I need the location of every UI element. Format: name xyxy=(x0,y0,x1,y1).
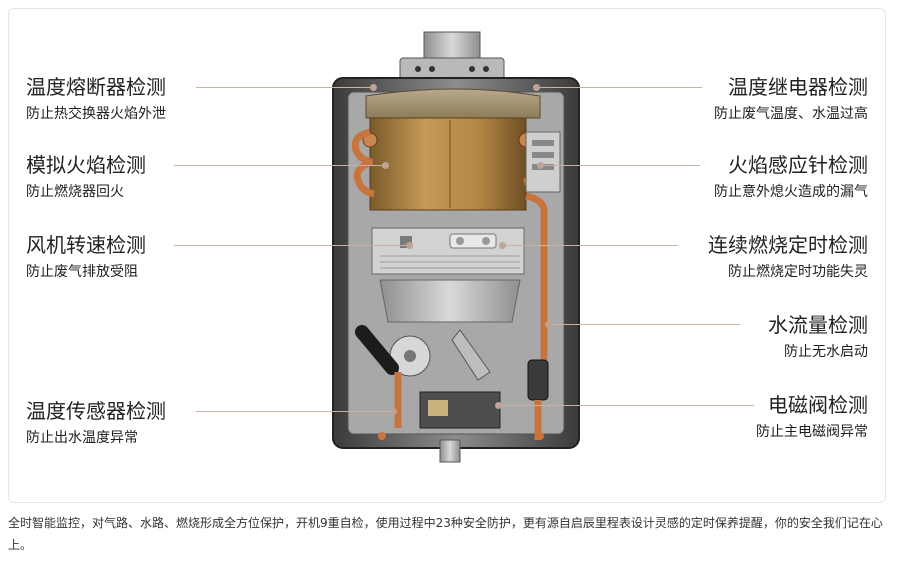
label-subtitle: 防止废气温度、水温过高 xyxy=(714,106,868,122)
gas-manifold xyxy=(379,279,521,323)
label-burn-timer: 连续燃烧定时检测 防止燃烧定时功能失灵 xyxy=(708,232,868,282)
label-subtitle: 防止燃烧器回火 xyxy=(26,184,124,200)
label-solenoid-valve: 电磁阀检测 防止主电磁阀异常 xyxy=(756,392,868,442)
copper-coil-left xyxy=(351,128,375,198)
exhaust-hood xyxy=(365,88,541,119)
heat-exchanger xyxy=(369,117,527,211)
label-subtitle: 防止无水启动 xyxy=(784,344,868,360)
label-flame-rod: 火焰感应针检测 防止意外熄火造成的漏气 xyxy=(714,152,868,202)
label-temp-sensor: 温度传感器检测 防止出水温度异常 xyxy=(26,398,166,448)
label-title: 电磁阀检测 xyxy=(768,393,868,417)
label-title: 风机转速检测 xyxy=(26,233,146,257)
water-flow-sensor xyxy=(527,359,549,401)
label-water-flow: 水流量检测 防止无水启动 xyxy=(768,312,868,362)
label-title: 火焰感应针检测 xyxy=(728,153,868,177)
label-subtitle: 防止意外熄火造成的漏气 xyxy=(714,184,868,200)
label-subtitle: 防止出水温度异常 xyxy=(26,430,138,446)
leader-line-fan-speed xyxy=(174,242,413,249)
leader-line-fuse xyxy=(196,84,377,91)
label-temp-fuse: 温度熔断器检测 防止热交换器火焰外泄 xyxy=(26,74,166,124)
label-flame-simulation: 模拟火焰检测 防止燃烧器回火 xyxy=(26,152,146,202)
leader-line-relay xyxy=(533,84,702,91)
description-caption: 全时智能监控，对气路、水路、燃烧形成全方位保护，开机9重自检，使用过程中23种安… xyxy=(8,516,883,552)
label-title: 连续燃烧定时检测 xyxy=(708,233,868,257)
label-subtitle: 防止废气排放受阻 xyxy=(26,264,138,280)
burner-assembly xyxy=(371,227,525,275)
leader-line-temp-sensor xyxy=(196,408,397,415)
label-title: 温度继电器检测 xyxy=(728,75,868,99)
label-subtitle: 防止主电磁阀异常 xyxy=(756,424,868,440)
label-subtitle: 防止燃烧定时功能失灵 xyxy=(728,264,868,280)
label-title: 温度熔断器检测 xyxy=(26,75,166,99)
inlet-hose xyxy=(355,325,399,375)
label-fan-speed: 风机转速检测 防止废气排放受阻 xyxy=(26,232,146,282)
control-module xyxy=(525,131,561,193)
leader-line-flame-rod xyxy=(537,162,700,169)
leader-line-solenoid xyxy=(495,402,754,409)
gas-inlet-fitting xyxy=(439,439,461,463)
label-title: 温度传感器检测 xyxy=(26,399,166,423)
leader-line-water-flow xyxy=(545,321,740,328)
leader-line-burn-timer xyxy=(499,242,678,249)
leader-line-flame-sim xyxy=(174,162,389,169)
label-temp-relay: 温度继电器检测 防止废气温度、水温过高 xyxy=(714,74,868,124)
flue-pipe xyxy=(423,31,481,63)
label-subtitle: 防止热交换器火焰外泄 xyxy=(26,106,166,122)
label-title: 水流量检测 xyxy=(768,313,868,337)
label-title: 模拟火焰检测 xyxy=(26,153,146,177)
